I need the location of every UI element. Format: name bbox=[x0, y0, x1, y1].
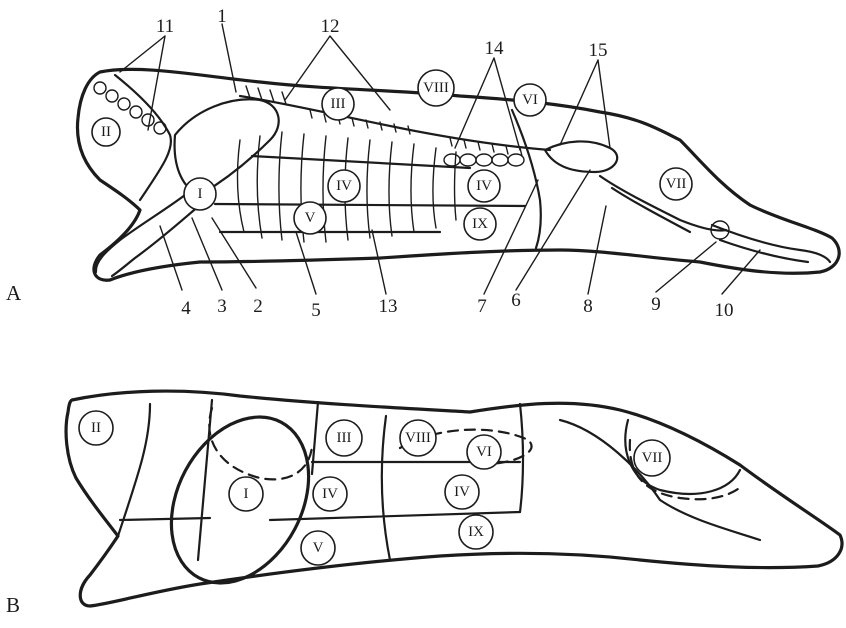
region-badge: I bbox=[184, 178, 216, 210]
number-label: 13 bbox=[379, 296, 398, 317]
svg-text:VI: VI bbox=[476, 444, 492, 460]
svg-text:IX: IX bbox=[468, 524, 484, 540]
region-badge: IV bbox=[445, 475, 479, 509]
svg-text:IV: IV bbox=[336, 178, 352, 194]
panel-b-boundary-2 bbox=[312, 402, 318, 474]
svg-text:I: I bbox=[244, 486, 249, 502]
svg-text:IV: IV bbox=[454, 484, 470, 500]
panel-a-carcass-outline bbox=[77, 69, 839, 280]
number-label: 4 bbox=[181, 298, 191, 319]
svg-text:II: II bbox=[91, 420, 101, 436]
svg-text:III: III bbox=[337, 430, 352, 446]
panel-a-neck-line bbox=[115, 75, 171, 200]
number-label: 9 bbox=[651, 294, 661, 315]
region-badge: II bbox=[92, 118, 120, 146]
number-label: 1 bbox=[217, 6, 227, 27]
panel-b-boundary-3 bbox=[382, 416, 390, 560]
svg-text:II: II bbox=[101, 124, 111, 140]
region-badge: I bbox=[229, 477, 263, 511]
svg-text:VIII: VIII bbox=[423, 80, 449, 96]
panel-a-pelvis bbox=[545, 141, 617, 172]
region-badge: IV bbox=[313, 477, 347, 511]
number-label: 14 bbox=[485, 38, 505, 59]
region-badge: VII bbox=[660, 168, 692, 200]
region-badge: VIII bbox=[400, 420, 436, 456]
panel-b-neck-boundary bbox=[118, 404, 150, 536]
region-badge: IX bbox=[459, 515, 493, 549]
panel-b-region-badges: II I III IV IV V VI VII VIII IX bbox=[79, 411, 670, 565]
panel-a-cut-line-upper bbox=[252, 156, 470, 168]
panel-a-drawing bbox=[77, 69, 839, 280]
region-badge: VI bbox=[514, 84, 546, 116]
svg-text:VII: VII bbox=[642, 450, 663, 466]
number-label: 5 bbox=[311, 300, 321, 321]
svg-text:VIII: VIII bbox=[405, 430, 431, 446]
svg-text:I: I bbox=[198, 186, 203, 202]
panel-a-cut-line-middle bbox=[215, 204, 525, 206]
region-badge: VIII bbox=[418, 70, 454, 106]
region-badge: V bbox=[294, 202, 326, 234]
region-badge: IX bbox=[464, 208, 496, 240]
svg-text:V: V bbox=[313, 540, 324, 556]
svg-text:VI: VI bbox=[522, 92, 538, 108]
number-label: 10 bbox=[715, 300, 734, 321]
region-badge: II bbox=[79, 411, 113, 445]
panel-b-boundary-1 bbox=[198, 400, 212, 560]
panel-b-label: B bbox=[6, 593, 20, 617]
region-badge: VI bbox=[467, 435, 501, 469]
number-label: 2 bbox=[253, 296, 263, 317]
number-label: 15 bbox=[589, 40, 608, 61]
svg-text:IV: IV bbox=[322, 486, 338, 502]
svg-text:IV: IV bbox=[476, 178, 492, 194]
number-label: 7 bbox=[477, 296, 487, 317]
panel-b-shoulder-dashed-top bbox=[209, 408, 312, 479]
svg-text:III: III bbox=[331, 96, 346, 112]
svg-text:V: V bbox=[305, 210, 316, 226]
panel-b-cut-line-3 bbox=[120, 518, 210, 520]
panel-b-hind-boundary bbox=[560, 420, 760, 540]
number-label: 11 bbox=[156, 16, 174, 37]
number-label: 3 bbox=[217, 296, 227, 317]
panel-a-region-badges: II I III IV IV V VI VII VIII IX bbox=[92, 70, 692, 240]
region-badge: IV bbox=[468, 170, 500, 202]
region-badge: III bbox=[326, 420, 362, 456]
number-label: 8 bbox=[583, 296, 593, 317]
region-badge: IV bbox=[328, 170, 360, 202]
region-badge: III bbox=[322, 88, 354, 120]
svg-text:IX: IX bbox=[472, 216, 488, 232]
panel-a-label: A bbox=[6, 281, 22, 305]
svg-text:VII: VII bbox=[666, 176, 687, 192]
number-label: 12 bbox=[321, 16, 340, 37]
number-label: 6 bbox=[511, 290, 521, 311]
region-badge: V bbox=[301, 531, 335, 565]
region-badge: VII bbox=[634, 440, 670, 476]
